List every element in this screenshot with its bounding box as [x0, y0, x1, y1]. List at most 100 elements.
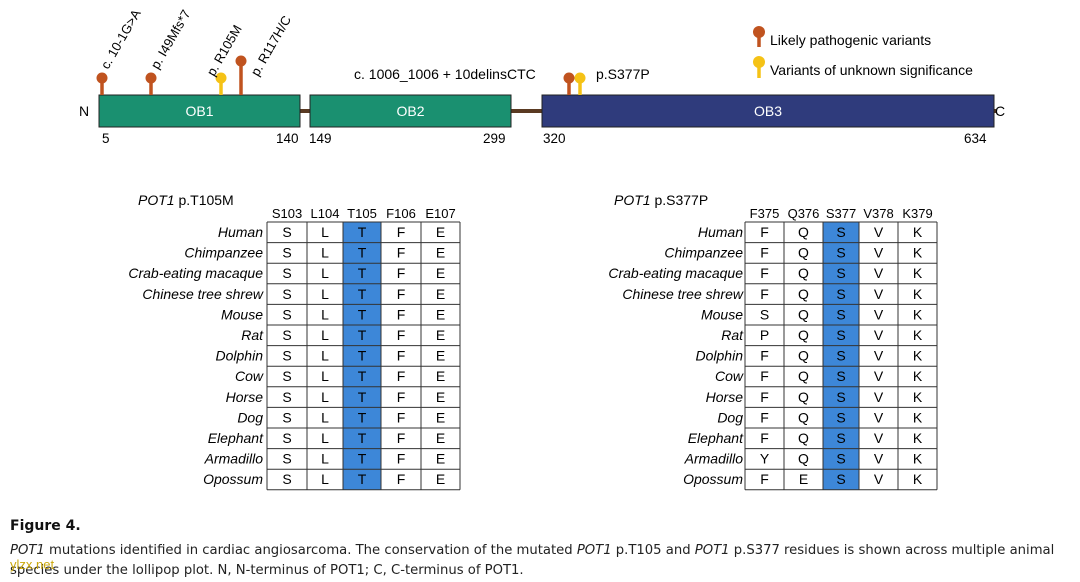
species-label: Armadillo [684, 451, 744, 467]
residue-cell: F [760, 389, 769, 405]
residue-cell: K [913, 265, 923, 281]
caption-gene-2: POT1 [576, 543, 612, 558]
residue-cell: E [436, 306, 445, 322]
legend-head-likely [753, 26, 765, 38]
residue-cell: F [397, 224, 406, 240]
residue-cell: T [358, 471, 367, 487]
residue-cell: T [358, 389, 367, 405]
species-label: Cow [715, 368, 744, 384]
variant-label: p. R117H/C [248, 13, 294, 78]
species-label: Dolphin [216, 348, 264, 364]
species-label: Dog [717, 409, 743, 425]
residue-cell: K [913, 286, 923, 302]
residue-cell: S [282, 430, 291, 446]
caption-part-3: p.S377 residues is shown across multiple… [10, 543, 1055, 578]
residue-cell: Q [798, 348, 809, 364]
n-terminus-label: N [79, 103, 89, 119]
residue-cell: S [282, 265, 291, 281]
residue-cell: V [874, 451, 884, 467]
species-label: Cow [235, 368, 264, 384]
residue-cell: S [282, 368, 291, 384]
residue-cell: S [760, 306, 769, 322]
residue-cell: T [358, 245, 367, 261]
residue-cell: F [397, 348, 406, 364]
residue-cell: L [321, 389, 329, 405]
caption-gene-3: POT1 [694, 543, 730, 558]
legend-head-unknown [753, 56, 765, 68]
domain-label-ob3: OB3 [754, 103, 782, 119]
residue-cell: S [836, 348, 845, 364]
residue-cell: F [397, 471, 406, 487]
residue-cell: Q [798, 327, 809, 343]
residue-cell: K [913, 409, 923, 425]
residue-cell: Q [798, 245, 809, 261]
residue-cell: L [321, 348, 329, 364]
residue-cell: K [913, 471, 923, 487]
residue-cell: F [760, 471, 769, 487]
residue-cell: E [436, 368, 445, 384]
column-header: E107 [425, 206, 455, 221]
species-label: Chinese tree shrew [622, 286, 744, 302]
species-label: Crab-eating macaque [128, 265, 263, 281]
residue-cell: K [913, 327, 923, 343]
residue-cell: S [836, 224, 845, 240]
residue-cell: S [836, 245, 845, 261]
species-label: Dog [237, 409, 263, 425]
variant-label: c. 10-1G>A [98, 6, 144, 71]
residue-cell: F [397, 451, 406, 467]
residue-cell: V [874, 409, 884, 425]
residue-cell: V [874, 430, 884, 446]
residue-cell: S [836, 327, 845, 343]
column-header: F375 [750, 206, 780, 221]
residue-cell: T [358, 368, 367, 384]
residue-cell: K [913, 245, 923, 261]
residue-cell: V [874, 348, 884, 364]
species-label: Chimpanzee [664, 245, 743, 261]
residue-cell: E [436, 451, 445, 467]
residue-cell: S [282, 471, 291, 487]
species-label: Elephant [208, 430, 264, 446]
residue-cell: T [358, 286, 367, 302]
species-label: Dolphin [696, 348, 744, 364]
residue-cell: T [358, 409, 367, 425]
residue-cell: F [760, 409, 769, 425]
residue-cell: L [321, 286, 329, 302]
residue-cell: L [321, 451, 329, 467]
residue-cell: F [397, 430, 406, 446]
variant-label: p. R105M [204, 22, 245, 78]
residue-cell: S [282, 389, 291, 405]
residue-cell: F [397, 368, 406, 384]
residue-cell: S [282, 245, 291, 261]
species-label: Horse [706, 389, 744, 405]
watermark-text: ylzx.net [10, 557, 55, 572]
residue-cell: E [436, 348, 445, 364]
residue-cell: K [913, 430, 923, 446]
residue-cell: K [913, 306, 923, 322]
table-title-1: POT1 p.T105M [138, 192, 234, 208]
residue-cell: L [321, 409, 329, 425]
figure-caption-title: Figure 4. [10, 518, 81, 534]
residue-cell: F [397, 389, 406, 405]
position-label: 634 [964, 131, 987, 146]
residue-cell: E [436, 265, 445, 281]
species-label: Human [218, 224, 263, 240]
residue-cell: L [321, 265, 329, 281]
species-label: Horse [226, 389, 264, 405]
residue-cell: V [874, 389, 884, 405]
domain-label-ob2: OB2 [396, 103, 424, 119]
residue-cell: K [913, 348, 923, 364]
residue-cell: F [397, 286, 406, 302]
residue-cell: Q [798, 286, 809, 302]
residue-cell: E [436, 224, 445, 240]
residue-cell: F [397, 265, 406, 281]
residue-cell: F [760, 265, 769, 281]
position-label: 299 [483, 131, 506, 146]
variant-label: c. 1006_1006 + 10delinsCTC [354, 66, 536, 82]
column-header: S103 [272, 206, 302, 221]
residue-cell: Q [798, 430, 809, 446]
residue-cell: Q [798, 368, 809, 384]
column-header: F106 [386, 206, 416, 221]
legend-unknown-label: Variants of unknown significance [770, 62, 973, 78]
species-label: Chinese tree shrew [142, 286, 264, 302]
